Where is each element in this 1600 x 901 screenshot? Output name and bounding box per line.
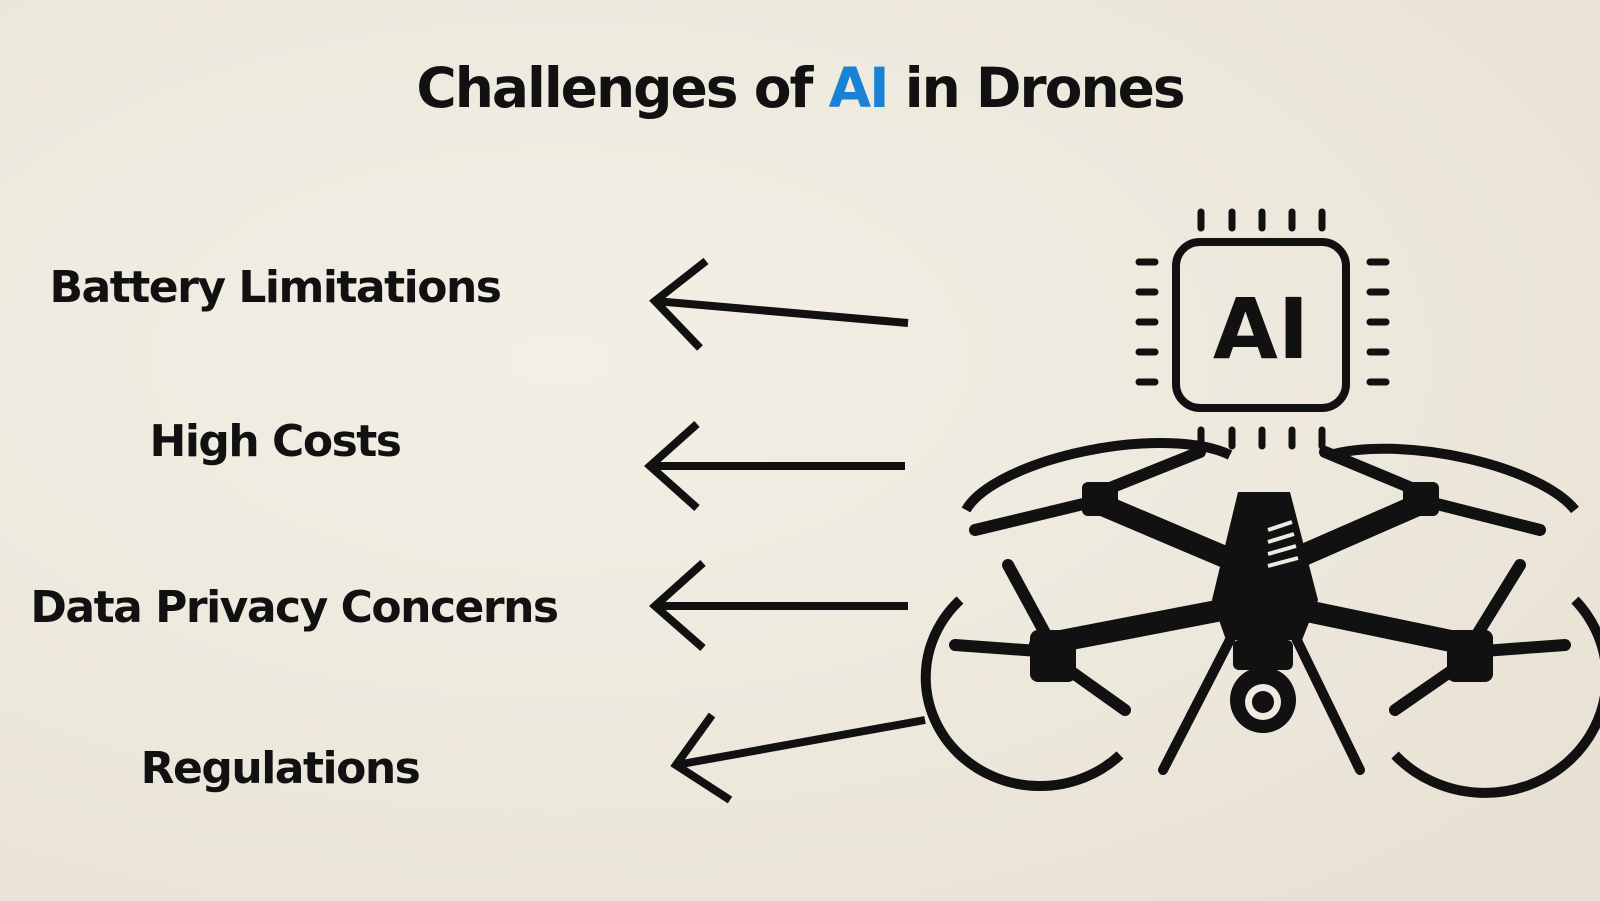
left-arrow-icon	[670, 712, 926, 804]
challenge-label-privacy: Data Privacy Concerns	[30, 582, 559, 633]
ai-chip-icon: AI	[1135, 208, 1390, 450]
challenge-label-battery: Battery Limitations	[49, 262, 502, 313]
title-text-before: Challenges of	[416, 56, 829, 120]
camera-icon	[1230, 640, 1296, 733]
drone-icon	[920, 438, 1600, 798]
challenge-label-costs: High Costs	[149, 416, 402, 467]
title-highlight: AI	[828, 56, 890, 120]
chip-label: AI	[1213, 280, 1309, 378]
page-title: Challenges of AI in Drones	[0, 56, 1600, 120]
left-arrow-icon	[648, 560, 908, 652]
left-arrow-icon	[649, 257, 909, 351]
challenge-label-regulations: Regulations	[140, 743, 421, 794]
title-text-after: in Drones	[887, 56, 1186, 120]
left-arrow-icon	[643, 421, 905, 511]
